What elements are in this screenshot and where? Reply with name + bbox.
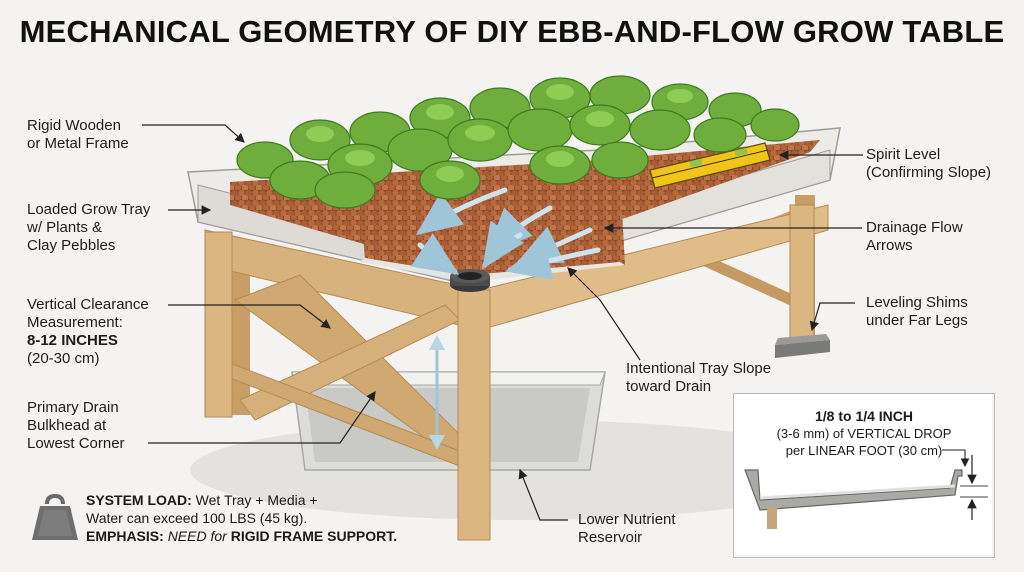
slope-inset-line3: per LINEAR FOOT (30 cm) (785, 443, 943, 458)
clearance-arrow (429, 335, 445, 450)
slope-inset-heading: 1/8 to 1/4 INCH (814, 408, 914, 424)
label-leveling-shims: Leveling Shims under Far Legs (866, 294, 968, 329)
back-cross-brace (690, 250, 805, 310)
lettuce-plants (236, 75, 800, 209)
label-reservoir: Lower Nutrient Reservoir (578, 511, 676, 546)
leveling-shim (775, 340, 830, 358)
drain-bulkhead (450, 269, 490, 292)
emphasis-label: EMPHASIS: (86, 528, 164, 544)
slope-inset-line2: (3-6 mm) of VERTICAL DROP (776, 426, 952, 441)
clearance-value: 8-12 INCHES (27, 332, 118, 349)
system-load-note: SYSTEM LOAD: Wet Tray + Media + Water ca… (86, 492, 398, 544)
label-tray-slope: Intentional Tray Slope toward Drain (626, 360, 772, 395)
label-clearance: Vertical Clearance Measurement: 8-12 INC… (27, 296, 149, 367)
system-load-label: SYSTEM LOAD: (86, 492, 192, 508)
front-left-leg (204, 231, 233, 418)
drainage-arrows (410, 187, 601, 281)
label-drain: Primary Drain Bulkhead at Lowest Corner (27, 399, 125, 452)
slope-inset-drawing (734, 394, 992, 555)
label-frame: Rigid Wooden or Metal Frame (27, 117, 129, 152)
weight-icon (32, 493, 78, 540)
label-drainage-arrows: Drainage Flow Arrows (866, 219, 963, 254)
page-title: MECHANICAL GEOMETRY OF DIY EBB-AND-FLOW … (19, 14, 1005, 49)
label-spirit-level: Spirit Level (Confirming Slope) (866, 146, 992, 181)
slope-inset-text: 1/8 to 1/4 INCH (3-6 mm) of VERTICAL DRO… (734, 408, 994, 459)
front-corner-leg (457, 289, 491, 541)
slope-inset-box: 1/8 to 1/4 INCH (3-6 mm) of VERTICAL DRO… (733, 393, 995, 558)
leveling-shim-top (775, 334, 830, 345)
label-grow-tray: Loaded Grow Tray w/ Plants & Clay Pebble… (27, 201, 151, 254)
front-right-leg (789, 204, 815, 346)
leader-lines (142, 124, 863, 521)
